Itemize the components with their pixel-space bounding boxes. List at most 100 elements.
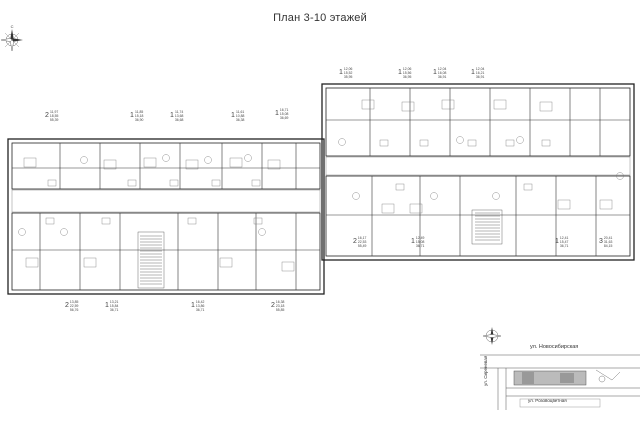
bed xyxy=(401,101,415,112)
north-arrow-icon xyxy=(482,327,502,345)
bathroom-fixture xyxy=(169,179,179,187)
room-count: 1 xyxy=(398,69,402,76)
bed xyxy=(103,159,117,170)
area-value: 36,71 xyxy=(195,308,205,312)
right-wing xyxy=(321,83,635,261)
area-value: 16,71 xyxy=(279,108,289,112)
area-value: 13,85 xyxy=(69,300,79,304)
dining-table xyxy=(60,228,68,236)
area-value: 11,85 xyxy=(135,110,144,114)
street-label-north: ул. Новосибирская xyxy=(530,344,579,350)
bed xyxy=(493,99,507,110)
bed xyxy=(219,257,233,268)
street-label-west: ул. Сиреневая xyxy=(483,355,488,386)
area-value: 22,53 xyxy=(357,240,367,244)
area-value: 36,95 xyxy=(402,75,412,79)
bathroom-fixture xyxy=(419,139,429,147)
area-value: 55,49 xyxy=(357,244,367,248)
area-value: 15,84 xyxy=(109,304,119,308)
area-value: 23,18 xyxy=(275,304,285,308)
room-count: 1 xyxy=(471,69,475,76)
area-value: 15,08 xyxy=(279,112,289,116)
area-value: 13,86 xyxy=(195,304,205,308)
bed xyxy=(83,257,97,268)
dining-table xyxy=(258,228,266,236)
bed xyxy=(229,157,243,168)
area-value: 12,49 xyxy=(415,236,425,240)
area-value: 15,47 xyxy=(559,240,569,244)
street-label-south: ул. Розовоцветная xyxy=(528,398,567,403)
dining-table xyxy=(338,138,346,146)
svg-text:С: С xyxy=(11,24,14,29)
bathroom-fixture xyxy=(251,179,261,187)
bed xyxy=(539,101,553,112)
area-value: 36,90 xyxy=(134,118,144,122)
area-value: 12,06 xyxy=(343,67,353,71)
room-count: 1 xyxy=(130,112,134,119)
room-count: 1 xyxy=(170,112,174,119)
bed xyxy=(381,203,395,214)
room-count: 2 xyxy=(45,112,49,119)
bathroom-fixture xyxy=(505,139,515,147)
room-count: 1 xyxy=(411,238,415,245)
dining-table xyxy=(80,156,88,164)
dining-table xyxy=(492,192,500,200)
area-value: 55,39 xyxy=(49,118,59,122)
stairwell-left xyxy=(137,231,165,289)
area-value: 13,68 xyxy=(174,114,184,118)
area-value: 16,38 xyxy=(275,300,285,304)
area-value: 12,04 xyxy=(475,67,485,71)
dining-table xyxy=(616,172,624,180)
bed xyxy=(557,199,571,210)
bathroom-fixture xyxy=(45,217,55,225)
room-count: 1 xyxy=(231,112,235,119)
room-count: 1 xyxy=(275,110,279,117)
area-value: 15,08 xyxy=(415,240,425,244)
area-value: 15,56 xyxy=(402,71,412,75)
area-value: 16,42 xyxy=(195,300,205,304)
bed xyxy=(25,257,39,268)
room-count: 2 xyxy=(271,302,275,309)
dining-table xyxy=(162,154,170,162)
area-value: 84,15 xyxy=(603,244,613,248)
room-count: 2 xyxy=(353,238,357,245)
area-value: 55,85 xyxy=(275,308,285,312)
area-value: 16,17 xyxy=(357,236,367,240)
dining-table xyxy=(244,154,252,162)
bathroom-fixture xyxy=(253,217,263,225)
stairwell-right xyxy=(471,209,503,245)
compass-rose-icon: С xyxy=(0,24,23,52)
area-value: 13,21 xyxy=(109,300,119,304)
left-wing xyxy=(7,138,325,295)
area-value: 36,71 xyxy=(559,244,569,248)
dining-table xyxy=(516,136,524,144)
bed xyxy=(23,157,37,168)
room-count: 1 xyxy=(191,302,195,309)
page-title: План 3-10 этажей xyxy=(273,12,367,24)
area-value: 15,18 xyxy=(134,114,144,118)
area-value: 10,88 xyxy=(235,114,245,118)
area-value: 36,91 xyxy=(475,75,485,79)
bathroom-fixture xyxy=(523,183,533,191)
bed xyxy=(281,261,295,272)
room-count: 1 xyxy=(555,238,559,245)
area-value: 12,41 xyxy=(559,236,569,240)
bathroom-fixture xyxy=(541,139,551,147)
room-count: 2 xyxy=(65,302,69,309)
bathroom-fixture xyxy=(395,183,405,191)
area-value: 22,59 xyxy=(69,304,79,308)
bed xyxy=(143,157,157,168)
bed xyxy=(185,159,199,170)
